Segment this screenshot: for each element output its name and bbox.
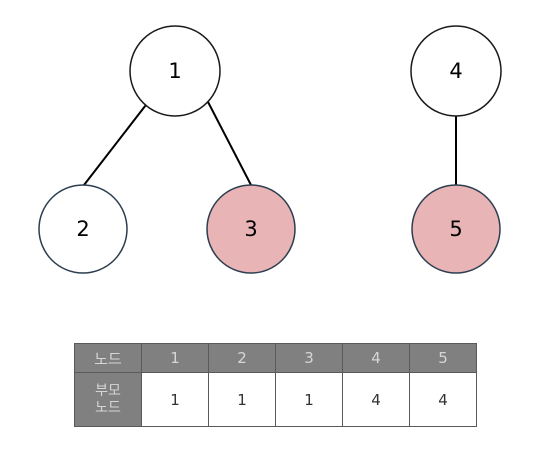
tree-node-1: 1 bbox=[129, 25, 221, 117]
node-label-1: 1 bbox=[168, 59, 181, 83]
node-label-4: 4 bbox=[449, 59, 462, 83]
parent-cell: 1 bbox=[141, 372, 209, 427]
node-circle-4 bbox=[410, 25, 502, 117]
node-circle-3 bbox=[206, 184, 296, 274]
tree-node-4: 4 bbox=[410, 25, 502, 117]
parent-header-line2: 노드 bbox=[95, 399, 121, 416]
tree-node-5: 5 bbox=[411, 184, 501, 274]
parent-table: 노드 1 2 3 4 5 부모 노드 1 1 1 4 4 bbox=[74, 343, 477, 427]
node-circle-1 bbox=[129, 25, 221, 117]
node-cell: 4 bbox=[342, 343, 410, 373]
node-label-3: 3 bbox=[244, 217, 257, 241]
edge-1-2 bbox=[83, 100, 150, 186]
edge-1-3 bbox=[206, 99, 252, 186]
parent-cell: 4 bbox=[409, 372, 477, 427]
node-cell: 3 bbox=[275, 343, 343, 373]
table-parent-row: 부모 노드 1 1 1 4 4 bbox=[74, 372, 477, 427]
node-label-5: 5 bbox=[449, 217, 462, 241]
node-cell: 5 bbox=[409, 343, 477, 373]
node-circle-5 bbox=[411, 184, 501, 274]
node-header-cell: 노드 bbox=[74, 343, 142, 373]
tree-node-2: 2 bbox=[38, 184, 128, 274]
table-header-row: 노드 1 2 3 4 5 bbox=[74, 343, 477, 373]
parent-header-cell: 부모 노드 bbox=[74, 372, 142, 427]
node-label-2: 2 bbox=[76, 217, 89, 241]
parent-cell: 1 bbox=[275, 372, 343, 427]
parent-cell: 4 bbox=[342, 372, 410, 427]
tree-node-3: 3 bbox=[206, 184, 296, 274]
node-cell: 2 bbox=[208, 343, 276, 373]
node-circle-2 bbox=[38, 184, 128, 274]
parent-cell: 1 bbox=[208, 372, 276, 427]
parent-header-line1: 부모 bbox=[95, 382, 121, 399]
node-cell: 1 bbox=[141, 343, 209, 373]
